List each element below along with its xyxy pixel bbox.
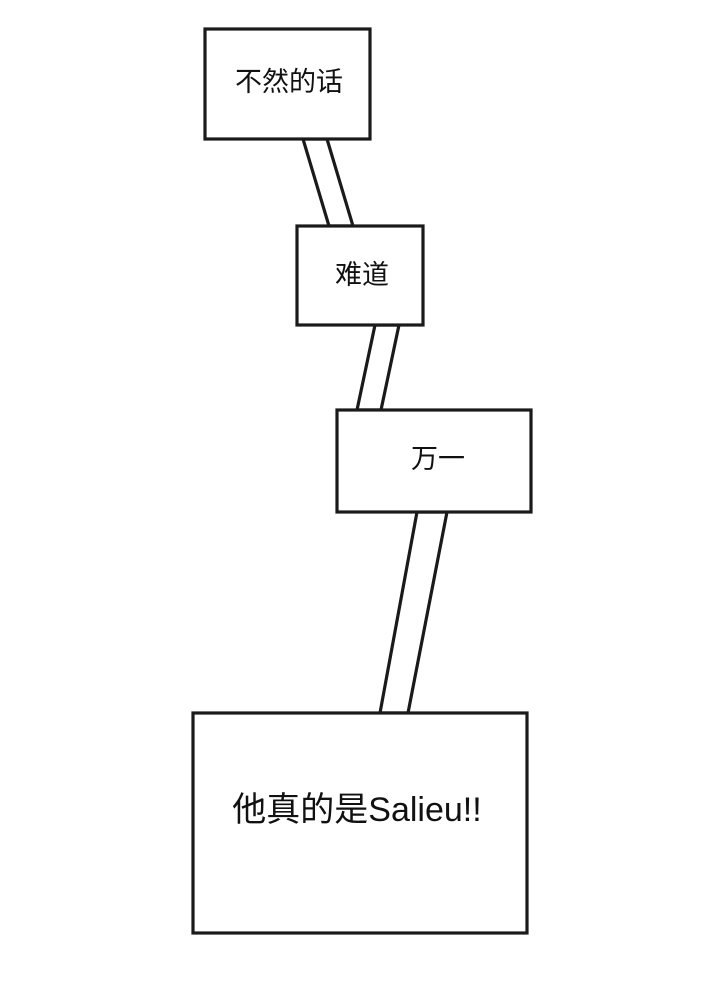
speech-bubble-4-box	[191, 711, 529, 935]
speech-bubble-1-text: 不然的话	[235, 67, 343, 97]
speech-tail-1-to-2	[300, 137, 356, 228]
speech-bubble-2: 难道	[295, 224, 425, 327]
speech-bubble-1: 不然的话	[203, 27, 372, 141]
speech-bubble-1-box	[203, 27, 372, 141]
speech-bubble-2-box	[295, 224, 425, 327]
speech-bubble-3-text: 万一	[411, 444, 465, 474]
speech-bubble-4: 他真的是Salieu!!	[191, 711, 529, 935]
speech-bubble-3-box	[335, 408, 533, 514]
speech-tail-3-to-4	[378, 510, 449, 715]
speech-tail-2-to-3	[355, 323, 401, 412]
speech-bubble-4-text: 他真的是Salieu!!	[232, 791, 481, 829]
speech-bubble-3: 万一	[335, 408, 533, 514]
speech-bubble-2-text: 难道	[335, 260, 389, 290]
